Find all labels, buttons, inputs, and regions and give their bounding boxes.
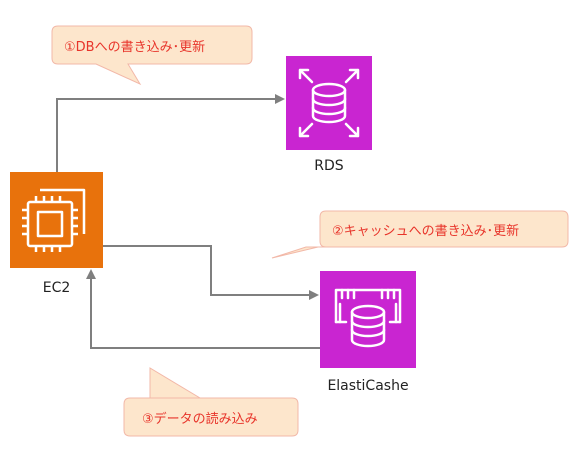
callout-data-read-text: ③データの読み込み	[142, 412, 258, 427]
rds-database-icon	[298, 68, 360, 138]
arrow-elasticache-to-ec2	[86, 269, 320, 349]
callout-db-write	[51, 25, 253, 86]
rds-node	[286, 56, 372, 150]
arrow-ec2-to-elasticache	[103, 245, 319, 300]
ec2-label: EC2	[42, 280, 71, 296]
callout-cache-write-text: ②キャッシュへの書き込み･更新	[332, 224, 520, 239]
elasticache-database-icon	[334, 288, 402, 348]
callout-db-write-text: ①DBへの書き込み･更新	[64, 40, 206, 55]
elasticache-label: ElastiCashe	[327, 378, 409, 394]
ec2-chip-icon	[22, 188, 86, 252]
arrow-ec2-to-rds	[56, 94, 285, 172]
callout-cache-write	[271, 210, 569, 259]
rds-label: RDS	[314, 158, 344, 174]
ec2-node	[10, 172, 103, 268]
callout-data-read	[123, 367, 299, 437]
elasticache-node	[320, 271, 416, 368]
